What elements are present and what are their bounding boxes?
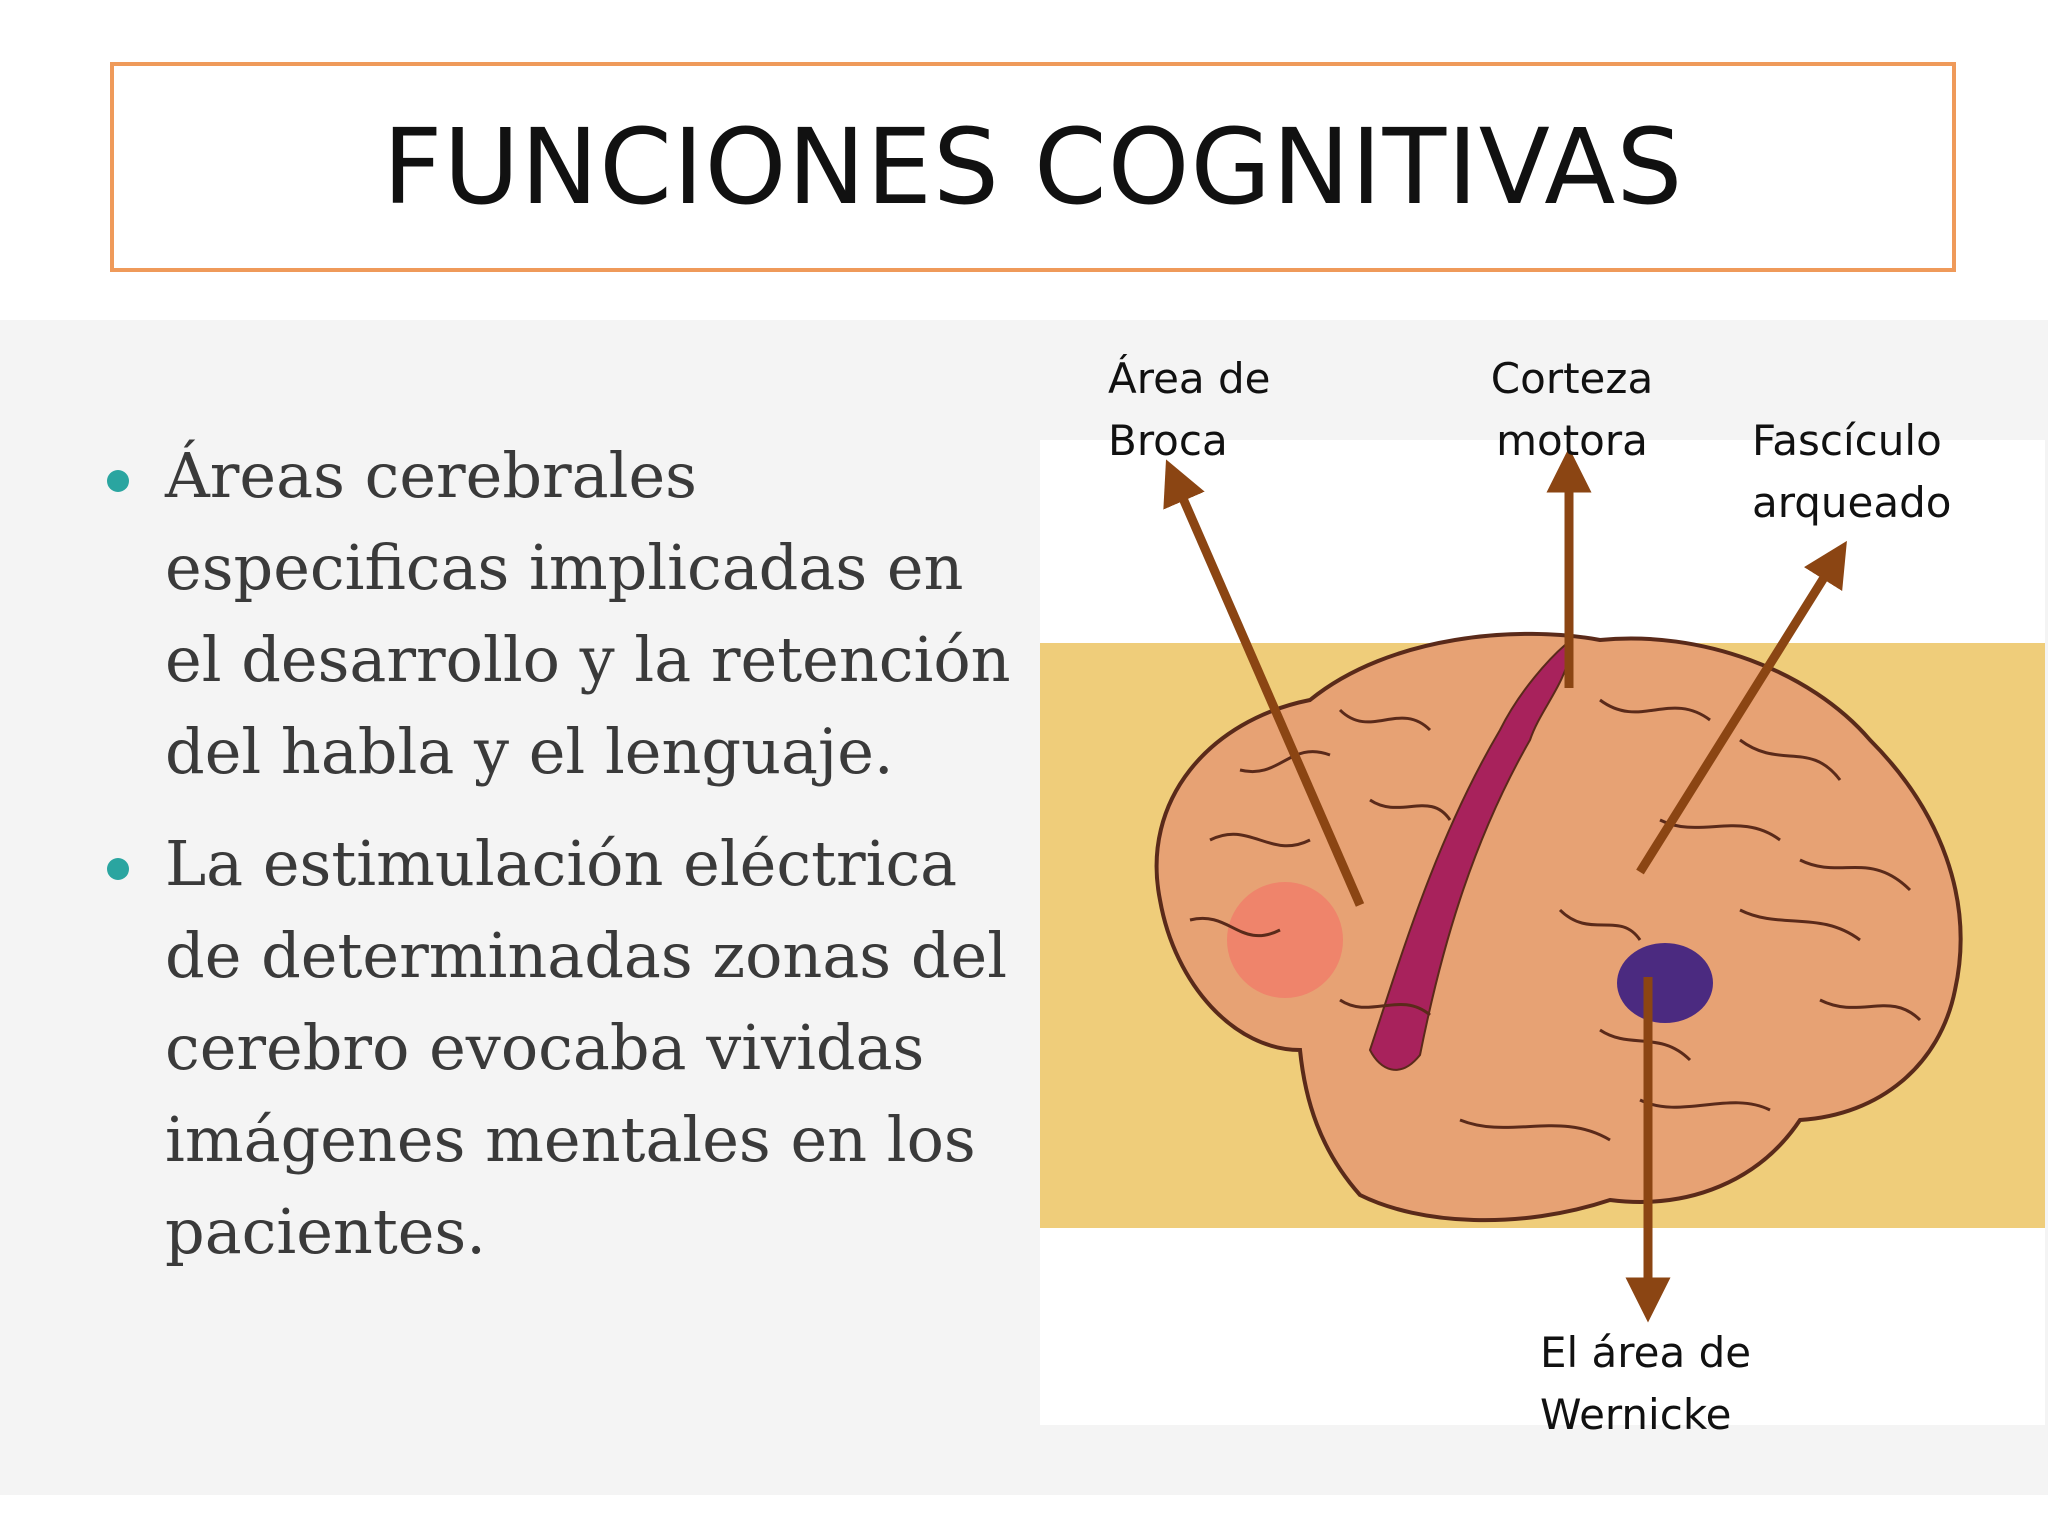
broca-region (1227, 882, 1343, 998)
brain-figure (1040, 440, 2045, 1425)
wernicke-region (1617, 943, 1713, 1023)
motor-cortex-label: Corteza motora (1490, 354, 1654, 465)
label-arrows (1163, 447, 1847, 1323)
bullet-text: La estimulación eléctrica de determinada… (165, 827, 1008, 1268)
brain-shape (1154, 631, 1963, 1223)
broca-label: Área de Broca (1108, 354, 1271, 465)
motor-cortex-region (1368, 643, 1572, 1071)
bullet-item: La estimulación eléctrica de determinada… (95, 818, 1025, 1278)
wernicke-label: El área de Wernicke (1540, 1328, 1752, 1439)
slide-title: FUNCIONES COGNITIVAS (382, 106, 1684, 228)
bullet-dot-icon (107, 470, 129, 492)
bullet-list: Áreas cerebrales especificas implicadas … (95, 430, 1025, 1298)
arcuate-arrow (1636, 540, 1847, 875)
title-box: FUNCIONES COGNITIVAS (110, 62, 1956, 272)
bullet-text: Áreas cerebrales especificas implicadas … (165, 439, 1011, 788)
bullet-item: Áreas cerebrales especificas implicadas … (95, 430, 1025, 798)
broca-arrow (1163, 459, 1365, 907)
bullet-dot-icon (107, 858, 129, 880)
arcuate-label: Fascículo arqueado (1752, 416, 1952, 527)
brain-diagram (1040, 447, 2045, 1323)
